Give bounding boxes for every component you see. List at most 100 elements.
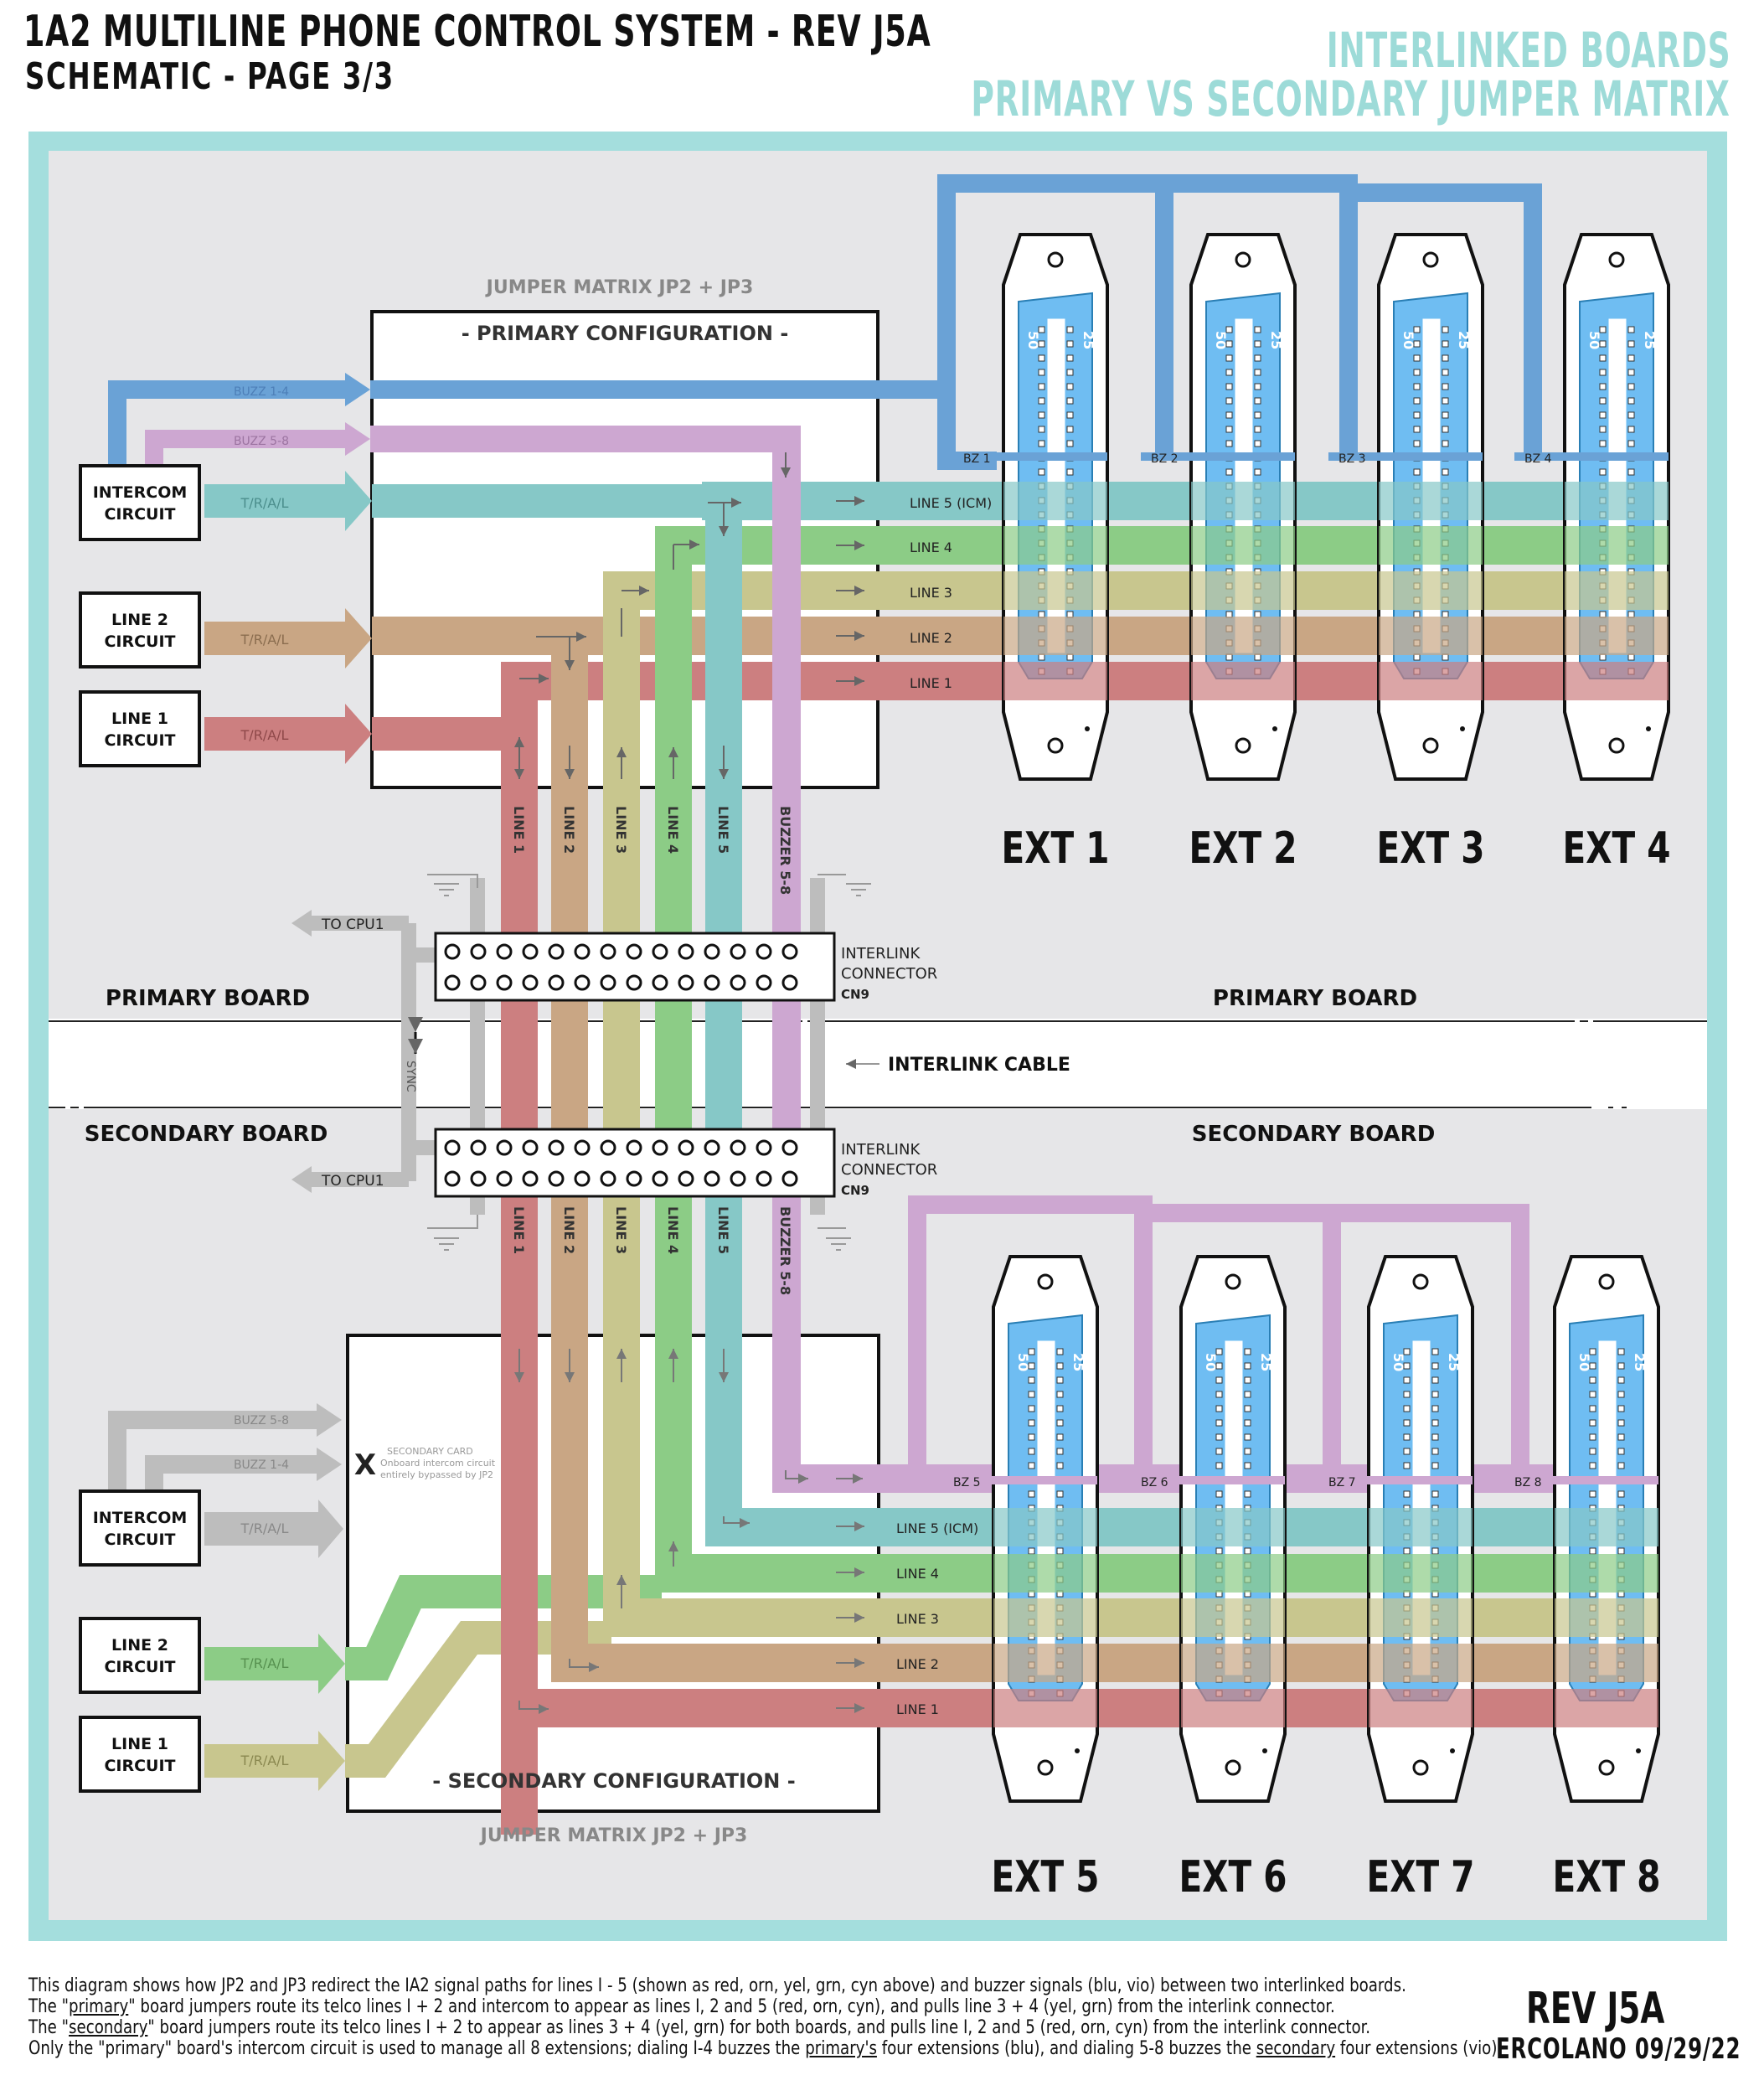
secondary-label-line1: LINE 1: [896, 1701, 939, 1717]
footnote-line-2: The "primary" board jumpers route its te…: [28, 1996, 1335, 2017]
primary-connector-label-3: CN9: [841, 987, 869, 1002]
interlink-pin: [756, 974, 772, 991]
pin-label-right: 25: [1642, 331, 1658, 349]
interlink-pin: [470, 974, 487, 991]
secondary-input-buzz-1-4: BUZZ 1-4: [234, 1458, 289, 1472]
interlink-pin: [730, 943, 746, 960]
primary-connector-label-2: CONNECTOR: [841, 965, 937, 983]
interlink-pin: [600, 943, 616, 960]
interlink-pin: [548, 1139, 565, 1156]
bypass-mark: X: [354, 1448, 376, 1482]
interlink-pin: [626, 1139, 642, 1156]
pin-label-right: 25: [1456, 331, 1472, 349]
bypass-note-3: entirely bypassed by JP2: [380, 1469, 493, 1480]
interlink-pin: [574, 943, 591, 960]
interlink-pin: [470, 1139, 487, 1156]
secondary-label-line5: LINE 5 (ICM): [896, 1520, 978, 1536]
interlink-pin: [574, 1139, 591, 1156]
interlink-pin: [652, 1139, 668, 1156]
interlink-pin: [470, 1170, 487, 1187]
buzz-tag: BZ 4: [1524, 452, 1552, 466]
extension-label: EXT 1: [1002, 823, 1110, 873]
buzz-tag: BZ 1: [963, 452, 991, 466]
interlink-pin: [678, 1139, 694, 1156]
buzz-tag: BZ 2: [1151, 452, 1179, 466]
secondary-input-line1: T/R/A/L: [240, 1753, 289, 1768]
interlink-pin: [652, 943, 668, 960]
interlink-pin: [704, 1170, 720, 1187]
page-subtitle: SCHEMATIC - PAGE 3/3: [25, 55, 395, 98]
secondary-input-buzz-5-8: BUZZ 5-8: [234, 1414, 289, 1427]
circuit-label-line-2: CIRCUIT: [104, 1531, 175, 1549]
secondary-connector-label-2: CONNECTOR: [841, 1161, 937, 1179]
pin-label-left: 50: [1203, 1353, 1219, 1371]
primary-connector-label-1: INTERLINK: [841, 945, 921, 963]
bypass-note-2: Onboard intercom circuit: [380, 1458, 496, 1469]
interlink-pin: [781, 943, 798, 960]
circuit-label-line-1: LINE 2: [111, 1636, 168, 1655]
interlink-pin: [678, 974, 694, 991]
interlink-pin: [548, 974, 565, 991]
bus-label-buzzer: BUZZER 5-8: [777, 806, 793, 895]
circuit-label-line-1: LINE 2: [111, 611, 168, 629]
circuit-label-line-2: CIRCUIT: [104, 731, 175, 750]
interlink-pin: [444, 974, 461, 991]
primary-board-label-left: PRIMARY BOARD: [106, 986, 310, 1011]
pin-label-right: 25: [1268, 331, 1284, 349]
primary-config-label: - PRIMARY CONFIGURATION -: [462, 322, 789, 345]
extension-label: EXT 5: [992, 1851, 1100, 1902]
interlink-pin: [522, 943, 539, 960]
primary-input-buzz-1-4: BUZZ 1-4: [234, 385, 289, 399]
interlink-pin: [730, 974, 746, 991]
revision-label: REV J5A: [1526, 1984, 1665, 2034]
interlink-pin: [444, 943, 461, 960]
bus-label-buzzer-sec: BUZZER 5-8: [777, 1206, 793, 1295]
secondary-connector-label-3: CN9: [841, 1183, 869, 1198]
primary-label-line5: LINE 5 (ICM): [910, 495, 992, 511]
interlink-pin: [704, 943, 720, 960]
interlink-pin: [781, 1139, 798, 1156]
pin-label-left: 50: [1390, 1353, 1406, 1371]
sync-label: SYNC: [404, 1061, 417, 1092]
circuit-label-line-2: CIRCUIT: [104, 505, 175, 524]
author-date: ERCOLANO 09/29/22: [1496, 2032, 1741, 2066]
pin-label-left: 50: [1576, 1353, 1592, 1371]
interlink-cable-label: INTERLINK CABLE: [888, 1055, 1070, 1076]
bus-label-line4: LINE 4: [665, 806, 681, 854]
buzz-tag: BZ 5: [953, 1476, 981, 1489]
interlink-pin: [522, 1139, 539, 1156]
interlink-pin: [574, 1170, 591, 1187]
interlink-pin: [444, 1139, 461, 1156]
bus-label-line2-sec: LINE 2: [561, 1206, 577, 1254]
secondary-line4-band: [655, 1554, 1658, 1593]
secondary-line2-band: [551, 1644, 1658, 1682]
interlink-pin: [496, 1170, 513, 1187]
pin-label-left: 50: [1213, 331, 1229, 349]
extension-label: EXT 3: [1377, 823, 1485, 873]
primary-input-icm: T/R/A/L: [240, 495, 289, 511]
primary-label-line2: LINE 2: [910, 630, 952, 646]
bus-label-line5-sec: LINE 5: [715, 1206, 731, 1254]
buzz-tag: BZ 6: [1141, 1476, 1168, 1489]
interlink-pin: [756, 943, 772, 960]
interlink-pin: [496, 943, 513, 960]
primary-label-line4: LINE 4: [910, 539, 952, 555]
primary-buzz-5-8-path: [145, 430, 345, 469]
bus-label-line4-sec: LINE 4: [665, 1206, 681, 1254]
footnote-line-3: The "secondary" board jumpers route its …: [28, 2017, 1371, 2038]
secondary-board-label-right: SECONDARY BOARD: [1192, 1122, 1436, 1147]
interlink-pin: [781, 974, 798, 991]
interlink-pin: [600, 1170, 616, 1187]
secondary-input-icm: T/R/A/L: [240, 1520, 289, 1536]
primary-label-line3: LINE 3: [910, 585, 952, 601]
secondary-input-line2: T/R/A/L: [240, 1655, 289, 1671]
pin-label-right: 25: [1446, 1353, 1462, 1371]
